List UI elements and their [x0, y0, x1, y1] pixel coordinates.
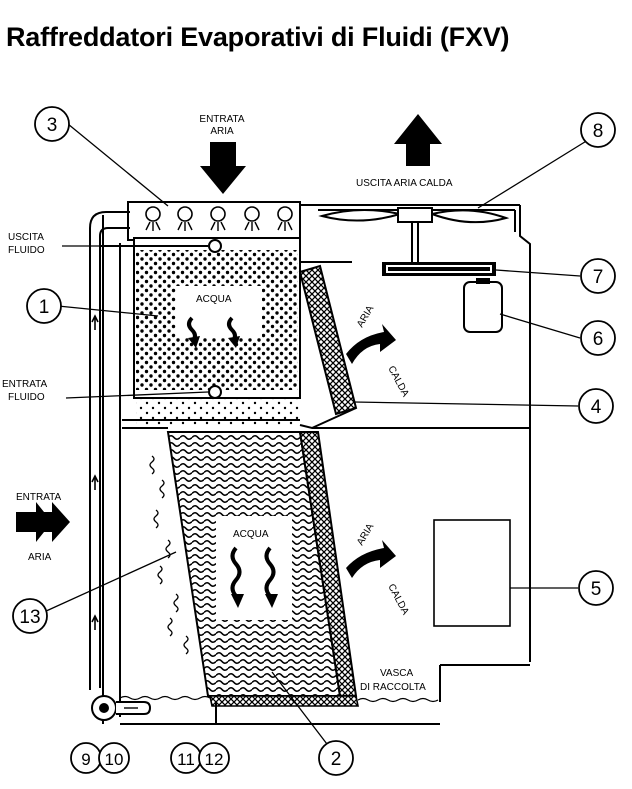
- callout-10-circle: [98, 742, 130, 774]
- callout-8: 8: [593, 121, 604, 142]
- label-aria-upper: ARIA: [355, 304, 376, 330]
- callout-10: 10: [105, 750, 124, 769]
- callout-13: 13: [19, 607, 40, 628]
- label-entrata-aria-left: ENTRATA: [16, 492, 62, 503]
- spray-zone: [136, 398, 300, 426]
- down-arrow-icon: [200, 142, 246, 194]
- callout-7: 7: [593, 267, 604, 288]
- upper-heat-exchanger: [133, 237, 301, 399]
- label-fluido-in: FLUIDO: [8, 392, 45, 403]
- callout-13-circle: [12, 598, 48, 634]
- callout-12: 12: [205, 750, 224, 769]
- callout-5: 5: [591, 579, 602, 600]
- callout-1-circle: [26, 288, 62, 324]
- access-panel: [433, 519, 511, 627]
- label-fluido-out: FLUIDO: [8, 245, 45, 256]
- callout-12-circle: [198, 742, 230, 774]
- pump-icon: [91, 695, 152, 721]
- label-aria-lower: ARIA: [355, 522, 376, 548]
- callout-3: 3: [47, 115, 58, 136]
- up-arrow-icon: [394, 114, 442, 166]
- motor-icon: [463, 278, 503, 333]
- label-entrata-aria-top: ENTRATA: [199, 114, 245, 125]
- callout-2: 2: [331, 749, 342, 770]
- callout-3-circle: [34, 106, 70, 142]
- label-uscita-aria-calda: USCITA ARIA CALDA: [356, 178, 453, 189]
- spray-header: [127, 201, 301, 241]
- label-acqua-upper: ACQUA: [196, 294, 232, 305]
- callout-11: 11: [177, 750, 195, 769]
- callout-1: 1: [39, 297, 50, 318]
- fan-icon: [318, 207, 510, 224]
- label-acqua-lower: ACQUA: [233, 529, 269, 540]
- page-title: Raffreddatori Evaporativi di Fluidi (FXV…: [6, 22, 510, 52]
- callout-7-circle: [580, 258, 616, 294]
- basin-water: [119, 695, 211, 701]
- label-uscita: USCITA: [8, 232, 44, 243]
- label-calda-lower: CALDA: [385, 582, 411, 617]
- label-aria-top: ARIA: [210, 126, 234, 137]
- fill-pack: [166, 431, 359, 707]
- callout-8-circle: [580, 112, 616, 148]
- label-aria-left: ARIA: [28, 552, 52, 563]
- callout-9: 9: [81, 750, 90, 769]
- fluid-inlet-icon: [208, 385, 222, 399]
- fluid-outlet-icon: [208, 239, 222, 253]
- leader-lines: [43, 123, 589, 749]
- curved-arrow-icon: [346, 324, 396, 578]
- callouts: [12, 106, 616, 776]
- label-calda-upper: CALDA: [385, 364, 411, 399]
- label-entrata: ENTRATA: [2, 379, 48, 390]
- drift-eliminator: [298, 264, 358, 416]
- callout-6: 6: [593, 329, 604, 350]
- callout-numbers: 3 8 7 6 4 5 1 13 2 9 10 11 12: [19, 115, 603, 770]
- label-di-raccolta: DI RACCOLTA: [360, 682, 426, 693]
- right-arrow-icon: [16, 502, 70, 542]
- water-flow-arrows-lower: [230, 546, 276, 598]
- callout-5-circle: [578, 570, 614, 606]
- spray-nozzle-icon: [145, 206, 293, 222]
- callout-6-circle: [580, 320, 616, 356]
- air-inlet-streams: [149, 455, 189, 655]
- label-vasca: VASCA: [380, 668, 413, 679]
- unit-casing: [102, 204, 531, 725]
- callout-2-circle: [318, 740, 354, 776]
- callout-4: 4: [591, 397, 602, 418]
- callout-4-circle: [578, 388, 614, 424]
